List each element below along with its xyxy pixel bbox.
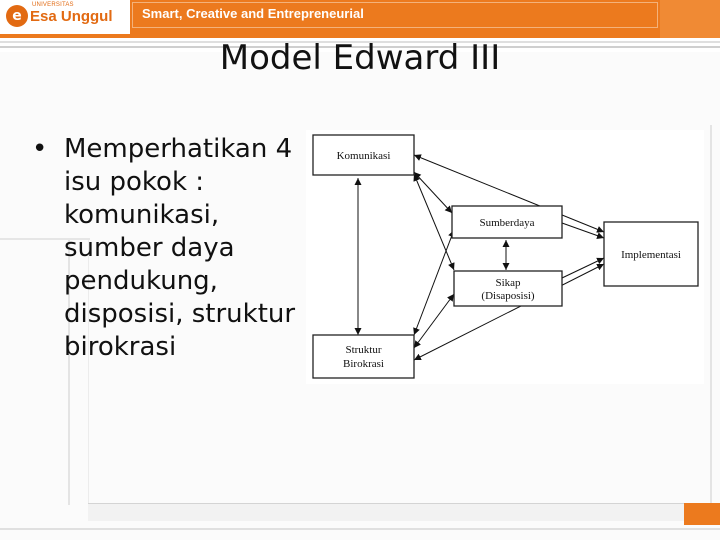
tagline-frame (132, 2, 658, 28)
arrow-sumberdaya-implementasi (561, 222, 605, 239)
decorative-line (68, 240, 70, 505)
node-implementasi-label: Implementasi (621, 249, 681, 261)
node-komunikasi (312, 134, 415, 176)
arrow-komunikasi-implementasi (413, 154, 605, 233)
logo-name: Esa Unggul (30, 8, 113, 25)
footer-accent (684, 503, 720, 525)
bullet-text: Memperhatikan 4 isu pokok : komunikasi, … (64, 134, 296, 362)
node-struktur (312, 334, 415, 379)
footer-band (88, 503, 720, 521)
logo: e UNIVERSITAS Esa Unggul (0, 0, 130, 34)
footer-line (0, 528, 720, 530)
logo-mark-icon: e (6, 5, 28, 27)
node-sumberdaya (451, 205, 563, 239)
arrow-struktur-implementasi (413, 263, 605, 361)
node-sikap-label-line1: Sikap (495, 277, 521, 289)
node-komunikasi-label: Komunikasi (337, 150, 391, 162)
tagline: Smart, Creative and Entrepreneurial (142, 6, 364, 21)
decorative-line (88, 240, 89, 505)
node-sikap (453, 270, 563, 307)
edward-model-diagram: Komunikasi Sumberdaya Sikap (Disaposisi)… (306, 130, 704, 384)
node-sumberdaya-label: Sumberdaya (480, 217, 535, 229)
node-implementasi (603, 221, 699, 287)
bullet-marker: • (32, 134, 48, 164)
node-struktur-label-line1: Struktur (345, 344, 381, 356)
logo-small-text: UNIVERSITAS (32, 2, 74, 8)
header-stripes (0, 38, 720, 52)
slide-title: Model Edward III (219, 38, 501, 78)
decorative-line (710, 125, 712, 505)
header-accent-panel (660, 0, 720, 38)
decorative-line (0, 238, 90, 240)
node-sikap-label-line2: (Disaposisi) (481, 290, 535, 302)
node-struktur-label-line2: Birokrasi (343, 358, 384, 370)
